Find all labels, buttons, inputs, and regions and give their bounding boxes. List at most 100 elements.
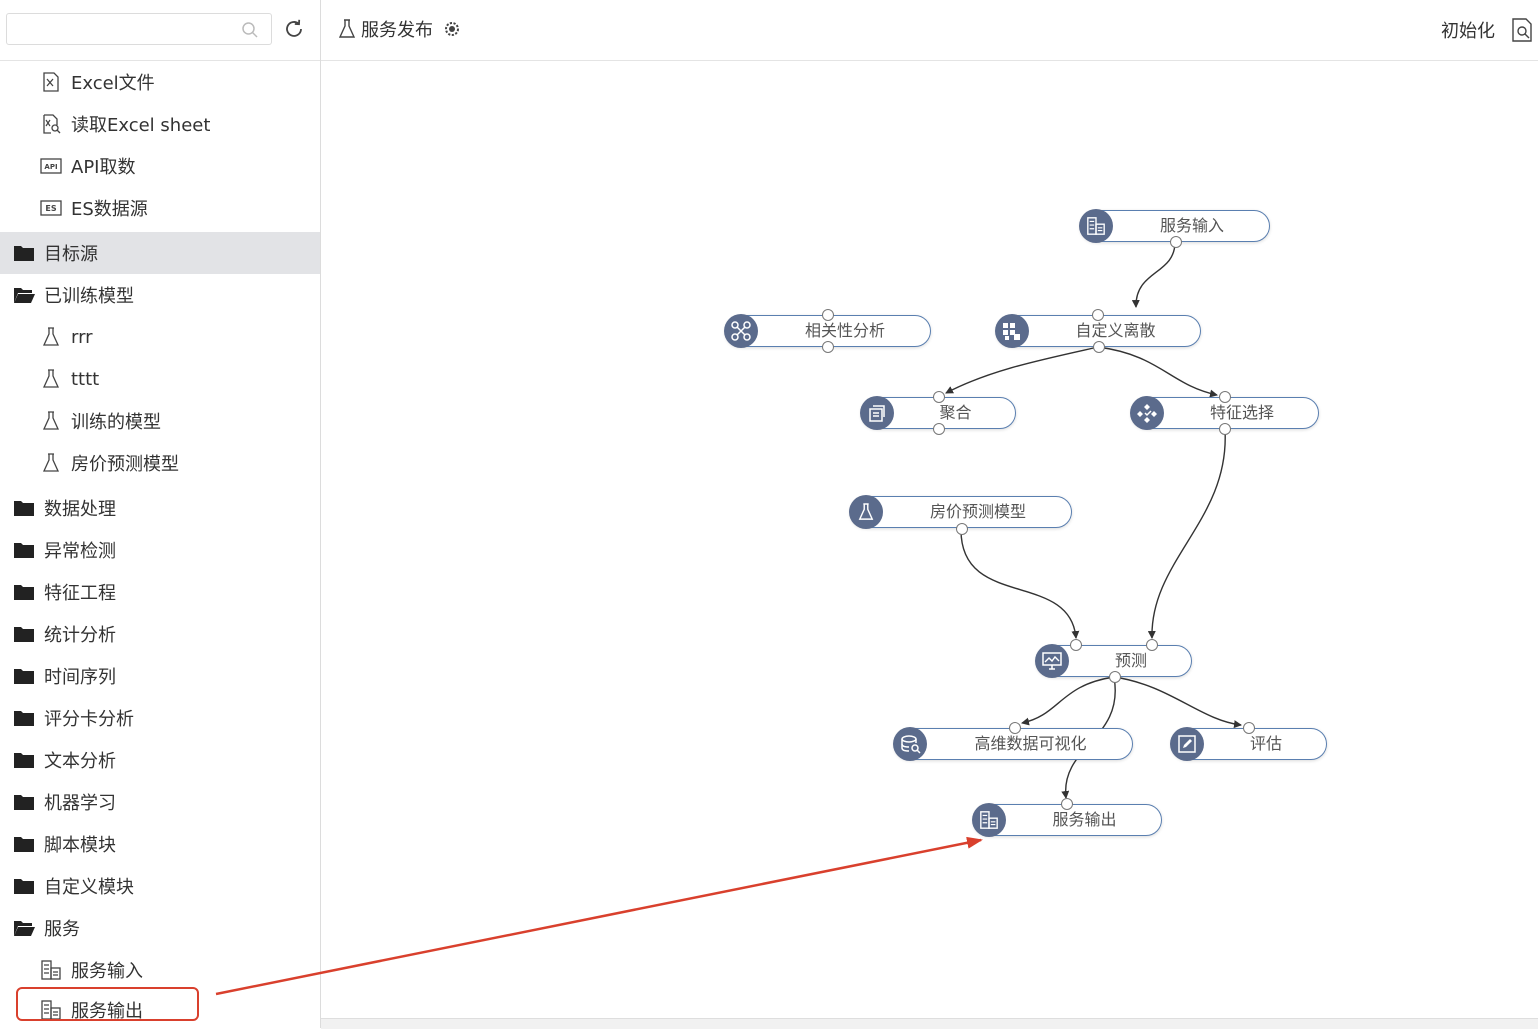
output-port[interactable]: [1170, 236, 1182, 248]
tree-folder-trained-models[interactable]: 已训练模型: [0, 274, 320, 316]
horizontal-scrollbar[interactable]: [321, 1018, 1538, 1029]
output-port[interactable]: [1219, 423, 1231, 435]
tree-item-service-input[interactable]: 服务输入: [0, 949, 320, 991]
folder-icon: [12, 832, 36, 856]
folder-icon: [12, 748, 36, 772]
predict-icon: [1035, 644, 1069, 678]
node-aggregate[interactable]: 聚合: [860, 391, 1016, 435]
folder-icon: [12, 622, 36, 646]
input-port-2[interactable]: [1146, 639, 1158, 651]
node-service-input[interactable]: 服务输入: [1079, 209, 1270, 248]
output-port[interactable]: [956, 523, 968, 535]
folder-icon: [12, 706, 36, 730]
output-port[interactable]: [933, 423, 945, 435]
search-row: [0, 0, 320, 61]
excel-file-icon: [39, 70, 63, 94]
tree-item-label: 机器学习: [44, 793, 116, 814]
tree-item-model-rrr[interactable]: rrr: [0, 316, 320, 358]
node-label: 房价预测模型: [929, 502, 1026, 521]
search-input[interactable]: [13, 14, 237, 44]
visualize-icon: [893, 727, 927, 761]
svg-text:ES: ES: [45, 204, 56, 213]
node-service-output[interactable]: 服务输出: [972, 798, 1162, 837]
service-icon: [972, 803, 1006, 837]
node-hd-visualization[interactable]: 高维数据可视化: [893, 722, 1133, 761]
tree-folder-text-analysis[interactable]: 文本分析: [0, 739, 320, 781]
tree-item-excel-file[interactable]: Excel文件: [0, 61, 320, 103]
tree-item-excel-sheet[interactable]: 读取Excel sheet: [0, 103, 320, 145]
service-icon: [39, 958, 63, 982]
folder-icon: [12, 241, 36, 265]
tree-folder-feature-eng[interactable]: 特征工程: [0, 571, 320, 613]
folder-icon: [12, 580, 36, 604]
tree-folder-time-series[interactable]: 时间序列: [0, 655, 320, 697]
excel-sheet-icon: [39, 112, 63, 136]
output-port[interactable]: [822, 341, 834, 353]
tree-item-label: 文本分析: [44, 751, 116, 772]
input-port[interactable]: [1219, 391, 1231, 403]
node-predict[interactable]: 预测: [1035, 639, 1192, 683]
gear-icon[interactable]: [443, 20, 461, 38]
tree-item-model-tttt[interactable]: tttt: [0, 358, 320, 400]
flask-icon: [39, 367, 63, 391]
node-label: 相关性分析: [804, 321, 885, 340]
node-house-price-model[interactable]: 房价预测模型: [849, 495, 1072, 535]
tree-folder-custom-modules[interactable]: 自定义模块: [0, 865, 320, 907]
document-search-icon[interactable]: [1511, 18, 1533, 42]
node-label: 自定义离散: [1075, 321, 1156, 340]
tree-item-label: ES数据源: [71, 199, 148, 220]
tree-item-label: 自定义模块: [44, 877, 134, 898]
folder-icon: [12, 874, 36, 898]
node-evaluate[interactable]: 评估: [1170, 722, 1327, 761]
tree-item-label: 已训练模型: [44, 286, 134, 307]
node-label: 特征选择: [1209, 403, 1274, 422]
output-port[interactable]: [1109, 671, 1121, 683]
workflow-canvas[interactable]: [321, 61, 1538, 1018]
tree-folder-service[interactable]: 服务: [0, 907, 320, 949]
node-feature-select[interactable]: 特征选择: [1130, 391, 1319, 435]
aggregate-icon: [860, 396, 894, 430]
tree-item-label: 房价预测模型: [71, 454, 179, 475]
flask-icon: [338, 19, 356, 38]
tree-item-service-output[interactable]: 服务输出: [0, 989, 320, 1028]
tree-folder-scripts[interactable]: 脚本模块: [0, 823, 320, 865]
tree-item-api[interactable]: API API取数: [0, 145, 320, 187]
tree-item-label: 评分卡分析: [44, 709, 134, 730]
tree-item-label: 服务输入: [71, 961, 143, 982]
tree-item-label: tttt: [71, 368, 100, 390]
input-port[interactable]: [1092, 309, 1104, 321]
tree-item-label: 统计分析: [44, 625, 116, 646]
tree-item-es[interactable]: ES ES数据源: [0, 187, 320, 229]
tree-folder-machine-learning[interactable]: 机器学习: [0, 781, 320, 823]
node-label: 高维数据可视化: [974, 734, 1087, 753]
tree-folder-data-processing[interactable]: 数据处理: [0, 487, 320, 529]
search-box[interactable]: [6, 13, 272, 45]
tree-folder-target-source[interactable]: 目标源: [0, 232, 320, 274]
refresh-icon[interactable]: [283, 18, 305, 40]
input-port[interactable]: [1009, 722, 1021, 734]
input-port[interactable]: [822, 309, 834, 321]
flask-icon: [39, 451, 63, 475]
init-button[interactable]: 初始化: [1441, 21, 1495, 42]
tree-item-label: Excel文件: [71, 73, 155, 94]
input-port[interactable]: [1243, 722, 1255, 734]
tree-item-model-house-price[interactable]: 房价预测模型: [0, 442, 320, 484]
input-port[interactable]: [1061, 798, 1073, 810]
service-icon: [1079, 209, 1113, 243]
input-port-1[interactable]: [1070, 639, 1082, 651]
node-correlation[interactable]: 相关性分析: [724, 309, 931, 353]
tree-folder-scorecard[interactable]: 评分卡分析: [0, 697, 320, 739]
search-icon[interactable]: [241, 21, 259, 39]
node-custom-discretize[interactable]: 自定义离散: [995, 309, 1201, 353]
tree-item-label: 特征工程: [44, 583, 116, 604]
tree-item-label: 时间序列: [44, 667, 116, 688]
folder-icon: [12, 538, 36, 562]
node-label: 服务输入: [1159, 216, 1224, 235]
folder-icon: [12, 790, 36, 814]
tree-item-model-trained[interactable]: 训练的模型: [0, 400, 320, 442]
tree-folder-anomaly[interactable]: 异常检测: [0, 529, 320, 571]
input-port[interactable]: [933, 391, 945, 403]
node-label: 服务输出: [1052, 810, 1117, 829]
tree-folder-statistics[interactable]: 统计分析: [0, 613, 320, 655]
output-port[interactable]: [1093, 341, 1105, 353]
